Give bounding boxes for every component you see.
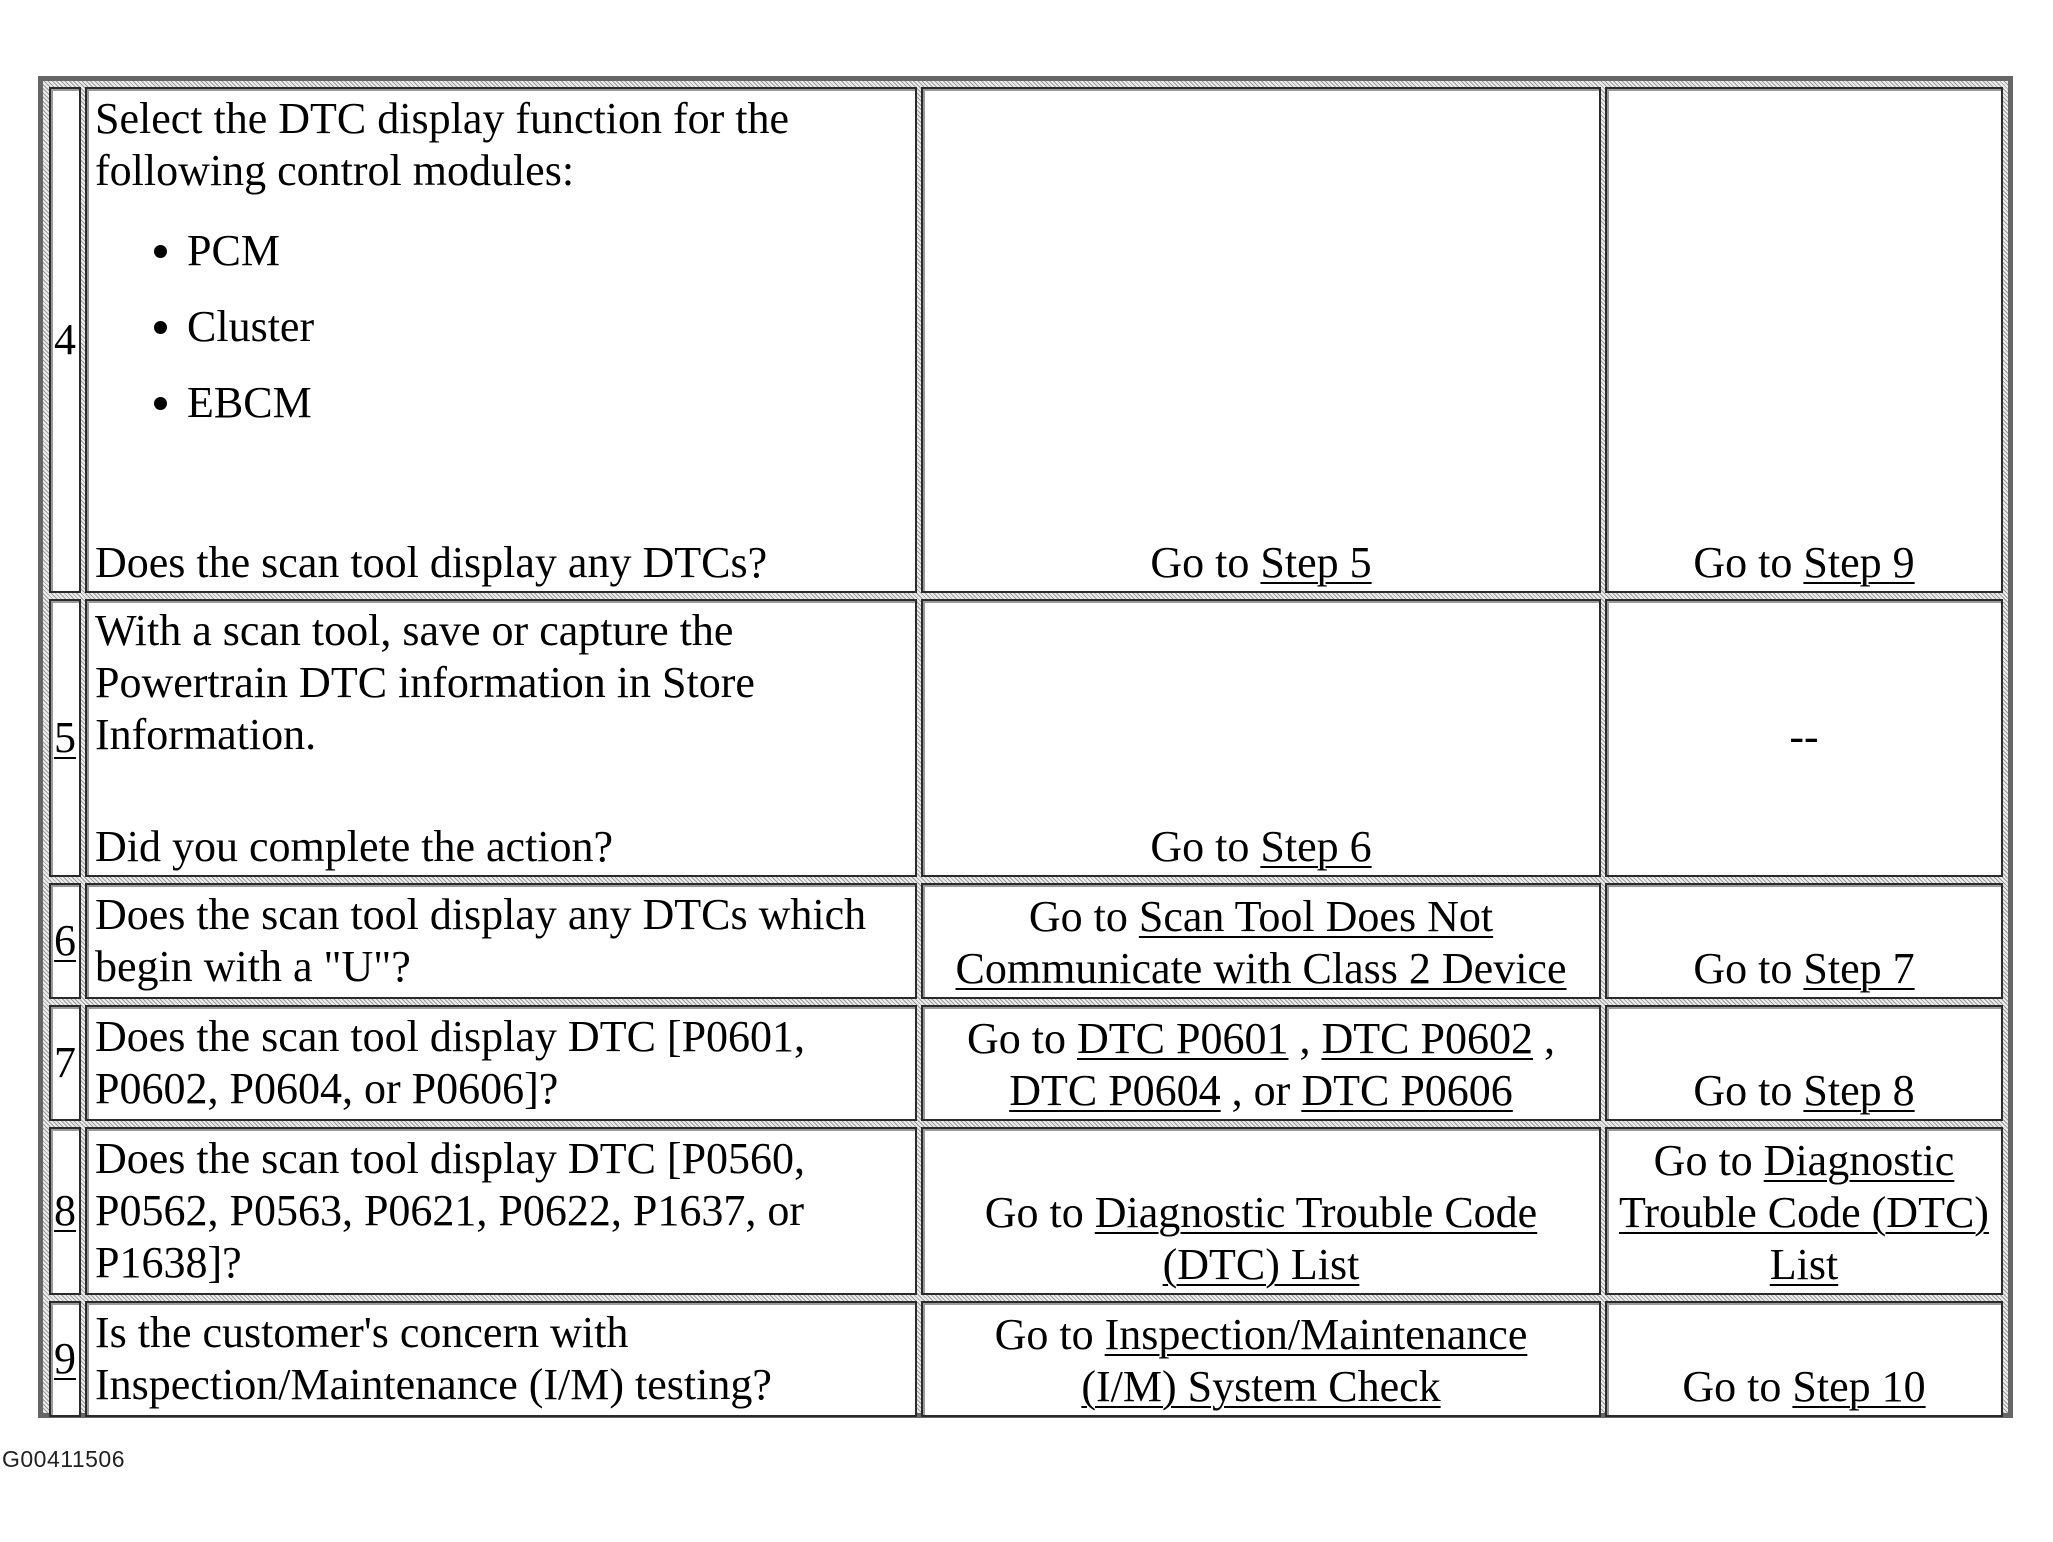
step-link[interactable]: Step 10 bbox=[1792, 1362, 1926, 1411]
go-to-label: Go to bbox=[1150, 822, 1261, 871]
step-link[interactable]: Step 7 bbox=[1803, 944, 1915, 993]
step-link[interactable]: Step 6 bbox=[1260, 822, 1372, 871]
yes-cell: Go to Diagnostic Trouble Code (DTC) List bbox=[921, 1127, 1601, 1295]
go-to-label: Go to bbox=[1693, 538, 1804, 587]
separator: , bbox=[1532, 1014, 1555, 1063]
step-number-text: 4 bbox=[54, 315, 76, 364]
step-number-link[interactable]: 9 bbox=[54, 1334, 76, 1383]
dtc-link[interactable]: DTC P0601 bbox=[1077, 1014, 1289, 1063]
step-link[interactable]: Step 5 bbox=[1260, 538, 1372, 587]
go-to-label: Go to bbox=[1653, 1136, 1764, 1185]
no-cell: -- bbox=[1605, 599, 2003, 877]
no-cell: Go to Step 7 bbox=[1605, 883, 2003, 999]
yes-cell: Go to Inspection/Maintenance (I/M) Syste… bbox=[921, 1301, 1601, 1417]
step-number[interactable]: 6 bbox=[49, 883, 81, 999]
question-cell: Is the customer's concern with Inspectio… bbox=[85, 1301, 917, 1417]
step-number[interactable]: 9 bbox=[49, 1301, 81, 1417]
step-number-link[interactable]: 5 bbox=[54, 713, 76, 762]
separator: , or bbox=[1220, 1066, 1302, 1115]
figure-caption: G00411506 bbox=[2, 1446, 126, 1472]
no-cell: Go to Step 8 bbox=[1605, 1005, 2003, 1121]
go-to-label: Go to bbox=[984, 1188, 1095, 1237]
step-link[interactable]: Step 9 bbox=[1803, 538, 1915, 587]
go-to-label: Go to bbox=[1682, 1362, 1793, 1411]
question-tail: Did you complete the action? bbox=[95, 822, 614, 871]
go-to-label: Go to bbox=[1693, 944, 1804, 993]
yes-cell: Go to DTC P0601 , DTC P0602 , DTC P0604 … bbox=[921, 1005, 1601, 1121]
im-system-check-link[interactable]: Inspection/Maintenance (I/M) System Chec… bbox=[1081, 1310, 1528, 1411]
question-text: Does the scan tool display DTC [P0560, P… bbox=[95, 1134, 806, 1287]
diagnostic-table-frame: 4 Select the DTC display function for th… bbox=[38, 76, 2013, 1418]
question-text: Is the customer's concern with Inspectio… bbox=[95, 1308, 772, 1409]
question-text: With a scan tool, save or capture the Po… bbox=[95, 606, 755, 759]
no-cell: Go to Step 10 bbox=[1605, 1301, 2003, 1417]
question-cell: Does the scan tool display DTC [P0560, P… bbox=[85, 1127, 917, 1295]
go-to-label: Go to bbox=[994, 1310, 1105, 1359]
module-list: PCM Cluster EBCM bbox=[95, 225, 907, 429]
list-item: PCM bbox=[187, 225, 907, 277]
go-to-label: Go to bbox=[1028, 892, 1139, 941]
question-tail: Does the scan tool display any DTCs? bbox=[95, 538, 768, 587]
question-text: Does the scan tool display any DTCs whic… bbox=[95, 890, 867, 991]
question-cell: Does the scan tool display DTC [P0601, P… bbox=[85, 1005, 917, 1121]
step-link[interactable]: Step 8 bbox=[1803, 1066, 1915, 1115]
list-item: Cluster bbox=[187, 301, 907, 353]
yes-cell: Go to Step 6 bbox=[921, 599, 1601, 877]
dtc-list-link[interactable]: Diagnostic Trouble Code (DTC) List bbox=[1619, 1136, 1989, 1289]
step-number[interactable]: 5 bbox=[49, 599, 81, 877]
no-cell: Go to Diagnostic Trouble Code (DTC) List bbox=[1605, 1127, 2003, 1295]
question-cell: Does the scan tool display any DTCs whic… bbox=[85, 883, 917, 999]
no-cell: Go to Step 9 bbox=[1605, 87, 2003, 593]
yes-cell: Go to Scan Tool Does Not Communicate wit… bbox=[921, 883, 1601, 999]
step-number-text: 7 bbox=[54, 1038, 76, 1087]
yes-cell: Go to Step 5 bbox=[921, 87, 1601, 593]
question-cell: Select the DTC display function for the … bbox=[85, 87, 917, 593]
step-number-link[interactable]: 8 bbox=[54, 1186, 76, 1235]
question-cell: With a scan tool, save or capture the Po… bbox=[85, 599, 917, 877]
list-item: EBCM bbox=[187, 377, 907, 429]
step-number: 4 bbox=[49, 87, 81, 593]
dtc-link[interactable]: DTC P0602 bbox=[1321, 1014, 1533, 1063]
dtc-link[interactable]: DTC P0604 bbox=[1009, 1066, 1221, 1115]
question-text: Select the DTC display function for the … bbox=[95, 94, 790, 195]
go-to-label: Go to bbox=[967, 1014, 1078, 1063]
step-number[interactable]: 8 bbox=[49, 1127, 81, 1295]
step-number: 7 bbox=[49, 1005, 81, 1121]
question-text: Does the scan tool display DTC [P0601, P… bbox=[95, 1012, 806, 1113]
dtc-link[interactable]: DTC P0606 bbox=[1301, 1066, 1513, 1115]
step-number-link[interactable]: 6 bbox=[54, 916, 76, 965]
no-action-text: -- bbox=[1789, 712, 1819, 761]
dtc-list-link[interactable]: Diagnostic Trouble Code (DTC) List bbox=[1094, 1188, 1538, 1289]
separator: , bbox=[1288, 1014, 1322, 1063]
diagnostic-link[interactable]: Scan Tool Does Not Communicate with Clas… bbox=[955, 892, 1567, 993]
go-to-label: Go to bbox=[1150, 538, 1261, 587]
go-to-label: Go to bbox=[1693, 1066, 1804, 1115]
